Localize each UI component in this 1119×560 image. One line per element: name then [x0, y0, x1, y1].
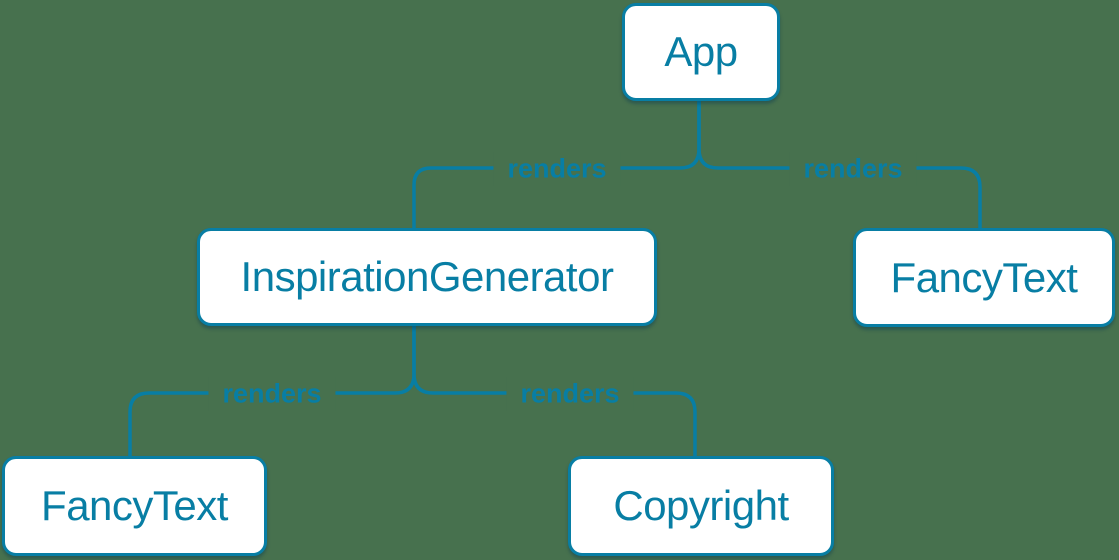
tree-node-inspiration-generator: InspirationGenerator [197, 228, 657, 326]
edge-label-renders: renders [493, 151, 621, 187]
edge-label-renders: renders [506, 376, 634, 412]
tree-node-fancy-text-top-right: FancyText [853, 228, 1115, 327]
edge-label-renders: renders [208, 376, 336, 412]
tree-node-copyright: Copyright [568, 456, 834, 556]
tree-node-fancy-text-bottom-left: FancyText [2, 456, 267, 556]
edge-label-renders: renders [789, 151, 917, 187]
tree-node-app: App [622, 3, 780, 101]
